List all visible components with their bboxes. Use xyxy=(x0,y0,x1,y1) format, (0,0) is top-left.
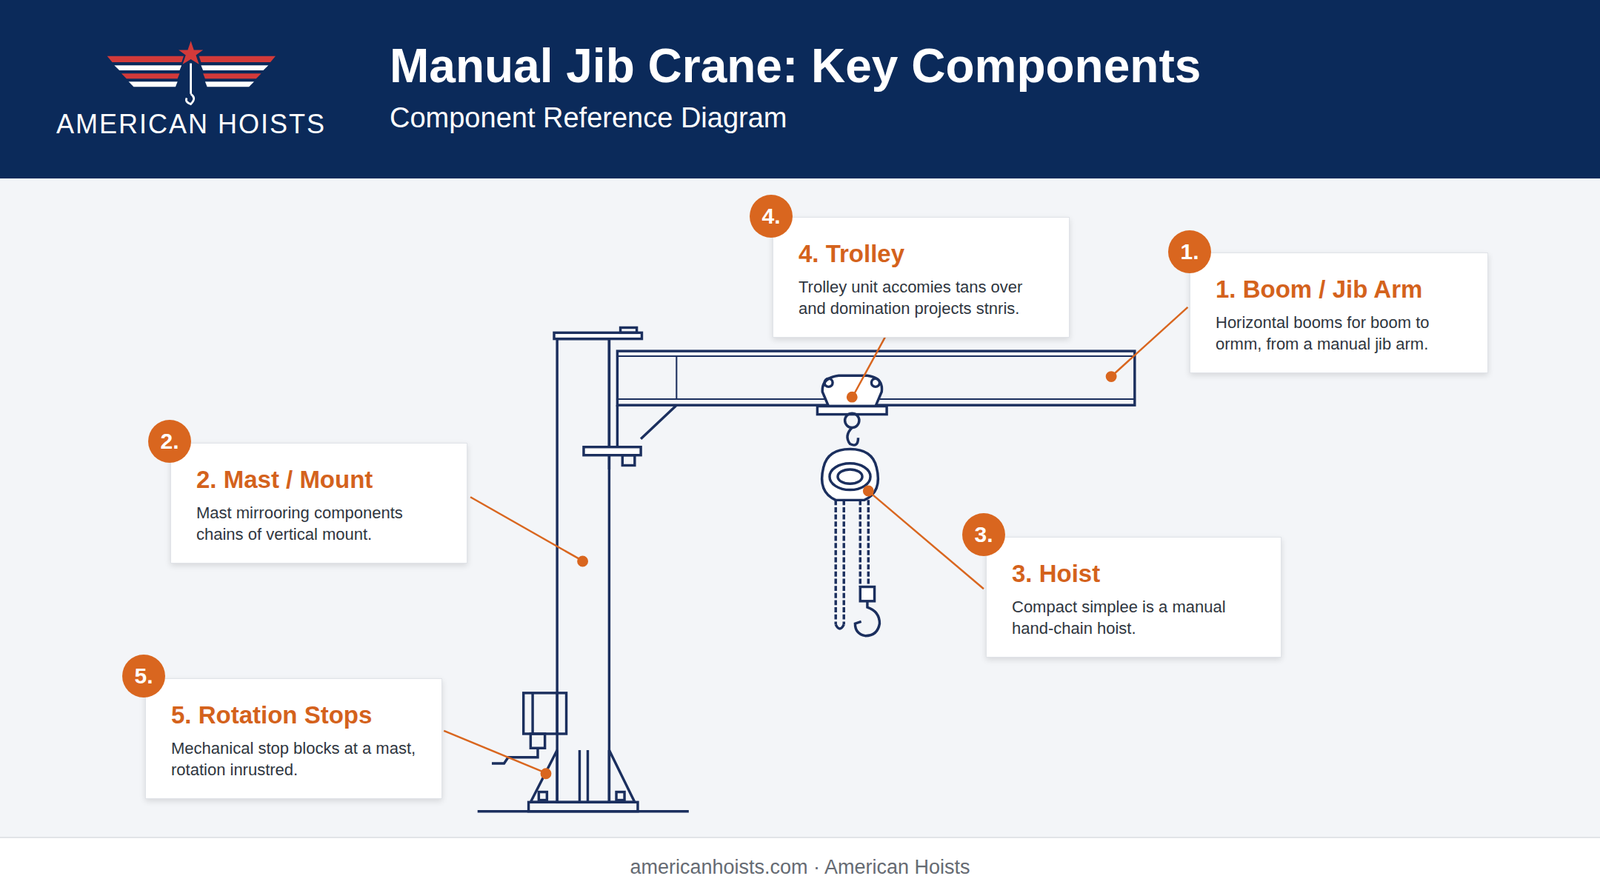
callout-number: 5. xyxy=(122,654,166,698)
callout-number: 3. xyxy=(962,513,1006,557)
page-subtitle: Component Reference Diagram xyxy=(389,102,788,135)
callout-description: Compact simplee is a manual hand-chain h… xyxy=(1011,597,1260,640)
callout-description: Trolley unit accomies tans over and domi… xyxy=(798,277,1049,320)
logo-mark xyxy=(107,40,276,104)
callout-number: 2. xyxy=(148,420,192,463)
callout-description: Mechanical stop blocks at a mast, rotati… xyxy=(171,738,421,781)
footer-text: americanhoists.com · American Hoists xyxy=(629,856,970,880)
callout-heading: 4. Trolley xyxy=(798,240,1049,269)
mast-callout: 2. Mast / MountMast mirrooring component… xyxy=(170,442,468,564)
callout-description: Horizontal booms for boom to ormm, from … xyxy=(1215,312,1467,355)
callout-number: 1. xyxy=(1168,230,1212,274)
callout-number: 4. xyxy=(749,194,793,238)
logo-wordmark: AMERICAN HOISTS xyxy=(56,108,326,140)
callout-description: Mast mirrooring components chains of ver… xyxy=(196,502,446,546)
rotation-stops-callout: 5. Rotation StopsMechanical stop blocks … xyxy=(145,678,443,800)
callout-heading: 1. Boom / Jib Arm xyxy=(1215,275,1467,304)
trolley-callout: 4. TrolleyTrolley unit accomies tans ove… xyxy=(772,217,1070,338)
page-title: Manual Jib Crane: Key Components xyxy=(389,38,1201,94)
boom-callout: 1. Boom / Jib ArmHorizontal booms for bo… xyxy=(1189,252,1489,374)
callout-heading: 5. Rotation Stops xyxy=(171,701,421,730)
hoist-callout: 3. HoistCompact simplee is a manual hand… xyxy=(985,537,1282,658)
callout-heading: 2. Mast / Mount xyxy=(196,465,446,495)
callout-heading: 3. Hoist xyxy=(1011,560,1260,589)
